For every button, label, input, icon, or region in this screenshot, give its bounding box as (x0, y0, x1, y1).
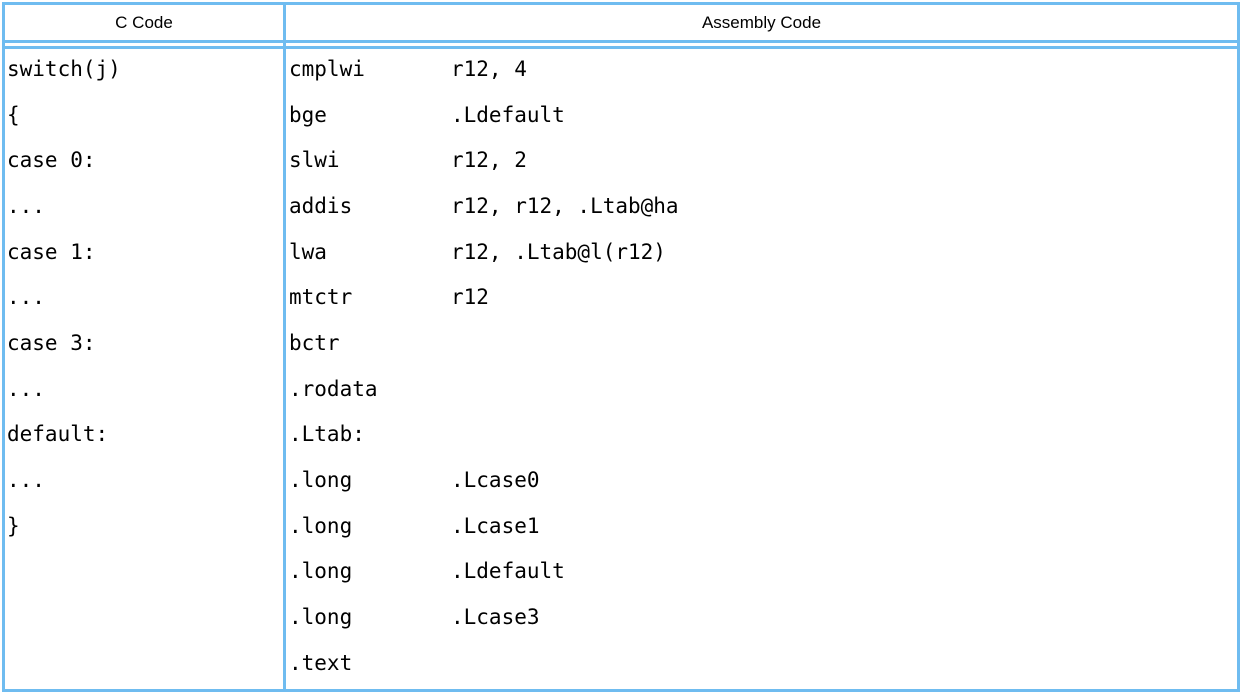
assembly-code-line: addis r12, r12, .Ltab@ha (286, 186, 1237, 232)
assembly-code-line: .rodata (286, 369, 1237, 415)
assembly-mnemonic: cmplwi (289, 56, 365, 81)
assembly-mnemonic: .long (289, 605, 353, 630)
c-code-line: switch(j) (5, 49, 283, 95)
assembly-code-line: bge .Ldefault (286, 95, 1237, 141)
c-code-line: case 0: (5, 140, 283, 186)
c-code-text: ... (7, 376, 45, 401)
assembly-operands: .Ldefault (451, 559, 565, 584)
assembly-code-line: mtctr r12 (286, 277, 1237, 323)
assembly-operands: .Lcase1 (451, 513, 540, 538)
c-code-text: ... (7, 285, 45, 310)
c-code-line: ... (5, 460, 283, 506)
assembly-mnemonic: .long (289, 559, 353, 584)
assembly-code-line: .long .Ldefault (286, 552, 1237, 598)
assembly-code-line: bctr (286, 323, 1237, 369)
assembly-operands: .Lcase3 (451, 605, 540, 630)
assembly-operands: .Ldefault (451, 102, 565, 127)
assembly-mnemonic: bge (289, 102, 327, 127)
c-code-column: C Code switch(j) { case 0:... case 1:... cas… (5, 5, 286, 689)
assembly-operands: r12, 4 (451, 56, 527, 81)
assembly-code-lines: cmplwi r12, 4 bge .Ldefault slwi r12, 2 addis r… (286, 49, 1237, 689)
c-code-text: ... (7, 468, 45, 493)
c-code-text: } (7, 513, 20, 538)
c-code-text: case 0: (7, 148, 96, 173)
assembly-mnemonic: mtctr (289, 285, 353, 310)
assembly-mnemonic: .Ltab: (289, 422, 365, 447)
assembly-code-line: cmplwi r12, 4 (286, 49, 1237, 95)
assembly-code-line: .text (286, 643, 1237, 689)
assembly-code-line: .long .Lcase3 (286, 597, 1237, 643)
c-code-line: ... (5, 186, 283, 232)
c-code-line: ... (5, 369, 283, 415)
assembly-code-line: .Ltab: (286, 415, 1237, 461)
assembly-mnemonic: bctr (289, 330, 340, 355)
assembly-operands: r12 (451, 285, 489, 310)
c-code-text: case 1: (7, 239, 96, 264)
c-code-header: C Code (115, 12, 173, 32)
assembly-operands: r12, r12, .Ltab@ha (451, 193, 679, 218)
c-code-line: } (5, 506, 283, 552)
c-code-lines: switch(j) { case 0:... case 1:... case 3:...… (5, 49, 283, 689)
assembly-operands: r12, .Ltab@l(r12) (451, 239, 666, 264)
header-separator-right (286, 40, 1237, 49)
assembly-code-line: .long .Lcase0 (286, 460, 1237, 506)
assembly-mnemonic: .long (289, 513, 353, 538)
c-code-text: default: (7, 422, 109, 447)
c-code-text: ... (7, 193, 45, 218)
c-code-text: case 3: (7, 330, 96, 355)
assembly-code-line: lwa r12, .Ltab@l(r12) (286, 232, 1237, 278)
c-code-text: { (7, 102, 20, 127)
assembly-mnemonic: addis (289, 193, 353, 218)
assembly-code-column: Assembly Code cmplwi r12, 4 bge .Ldefault sl… (286, 5, 1237, 689)
c-code-line: default: (5, 415, 283, 461)
c-code-line: { (5, 95, 283, 141)
assembly-mnemonic: lwa (289, 239, 327, 264)
assembly-code-line: .long .Lcase1 (286, 506, 1237, 552)
assembly-operands: r12, 2 (451, 148, 527, 173)
assembly-code-header: Assembly Code (701, 12, 822, 32)
assembly-code-line: slwi r12, 2 (286, 140, 1237, 186)
c-code-line: ... (5, 277, 283, 323)
c-code-text: switch(j) (7, 56, 121, 81)
assembly-mnemonic: slwi (289, 148, 340, 173)
header-separator-left (5, 40, 283, 49)
assembly-mnemonic: .long (289, 468, 353, 493)
c-code-line: case 1: (5, 232, 283, 278)
assembly-mnemonic: .text (289, 650, 353, 675)
assembly-mnemonic: .rodata (289, 376, 378, 401)
c-code-line: case 3: (5, 323, 283, 369)
assembly-operands: .Lcase0 (451, 468, 540, 493)
